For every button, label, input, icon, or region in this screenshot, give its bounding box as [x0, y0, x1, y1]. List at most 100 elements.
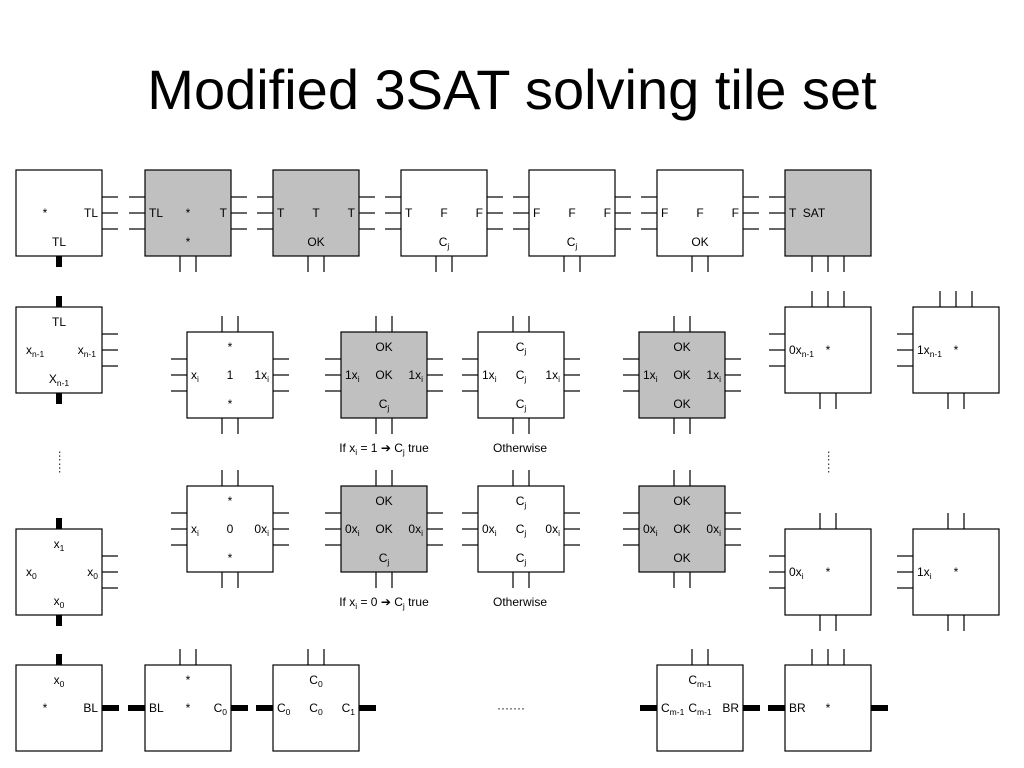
tile-label-e: F [732, 206, 739, 220]
tile-0xn1-star: 0xn-1* [769, 291, 872, 409]
tile-label-n: Cj [516, 340, 527, 356]
tile-ok-1xi-cj-body [340, 331, 428, 419]
tile-label-w: T [277, 206, 285, 220]
tile-t-sat-body [784, 169, 872, 257]
tile-label-c: * [954, 565, 959, 579]
tile-label-e: xn-1 [78, 343, 97, 359]
tile-cj-0xi-cj-glue-w [462, 512, 478, 546]
tile-tl-xn1-body [15, 306, 103, 394]
tile-cj-0xi-cj-glue-n [512, 470, 530, 486]
tile-label-e: C1 [342, 701, 356, 717]
tile-label-c: OK [673, 368, 690, 382]
tile-ok-1xi-ok-body [638, 331, 726, 419]
tile-label-c: OK [375, 368, 392, 382]
tile-label-e: BL [83, 701, 98, 715]
tile-ok-0xi-cj-glue-w [325, 512, 341, 546]
tile-1xi-star-glue-n [947, 513, 965, 529]
ellipsis-vertical-right: …… [825, 450, 839, 474]
tile-label-w: TL [149, 206, 163, 220]
tile-label-s: Cj [516, 397, 527, 413]
tile-label-e: C0 [214, 701, 228, 717]
tile-bl-star-c0: *BL*C0 [128, 649, 248, 752]
tile-label-w: BL [149, 701, 164, 715]
tile-label-n: * [186, 673, 191, 687]
tile-label-n: * [228, 494, 233, 508]
tile-x0-bl: x0*BL [15, 654, 119, 752]
tile-cj-1xi-cj-body [477, 331, 565, 419]
tile-label-s: Cj [379, 551, 390, 567]
tile-ok-0xi-cj-body [340, 485, 428, 573]
tile-tff-cj-glue-e [487, 196, 503, 230]
tile-label-e: F [604, 206, 611, 220]
tile-label-w: 1xi [482, 368, 497, 384]
tile-label-c: F [568, 206, 575, 220]
tile-label-e: 0xi [706, 522, 721, 538]
tile-label-w: BR [789, 701, 806, 715]
tile-label-s: Cj [379, 397, 390, 413]
tile-label-c: T [312, 206, 320, 220]
tile-label-w: 0xi [643, 522, 658, 538]
caption-otherwise-1: Otherwise [493, 441, 547, 455]
tile-label-w: 1xi [345, 368, 360, 384]
tile-label-e: 1xi [706, 368, 721, 384]
tile-label-s: x0 [54, 594, 65, 610]
tile-fff-ok-glue-w [641, 196, 657, 230]
tile-label-e: TL [84, 206, 98, 220]
tile-label-n: Cj [516, 494, 527, 510]
tile-xi-1-1xi-glue-s [221, 418, 239, 434]
tile-fff-cj-glue-s [563, 256, 581, 272]
tile-label-w: C0 [277, 701, 291, 717]
tile-label-w: 1xi [917, 565, 932, 581]
tile-label-n: x1 [54, 537, 65, 553]
tile-cj-1xi-cj-glue-e [564, 358, 580, 392]
tile-xi-0-0xi-body [186, 485, 274, 573]
tile-0xi-star-body [784, 528, 872, 616]
tile-ok-1xi-ok-glue-n [673, 316, 691, 332]
tile-tl-star-t: TL*T* [129, 169, 247, 272]
tile-xi-1-1xi-glue-w [171, 358, 187, 392]
tile-label-c: F [440, 206, 447, 220]
tile-tl-star-t-glue-s [179, 256, 197, 272]
tile-ok-0xi-ok-glue-w [623, 512, 639, 546]
tile-br-star: BR* [768, 649, 888, 752]
tile-label-n: TL [52, 315, 66, 329]
tile-tl-star-t-glue-e [231, 196, 247, 230]
tile-bl-star-c0-body [144, 664, 232, 752]
tile-label-w: xn-1 [26, 343, 45, 359]
tile-ok-1xi-cj-glue-w [325, 358, 341, 392]
tile-ok-1xi-cj-glue-e [427, 358, 443, 392]
tile-ok-1xi-ok-glue-e [725, 358, 741, 392]
tile-fff-ok-glue-s [691, 256, 709, 272]
tile-label-c: OK [375, 522, 392, 536]
tile-xi-0-0xi-glue-s [221, 572, 239, 588]
tile-c0-c1-body [272, 664, 360, 752]
tile-0xi-star: 0xi* [769, 513, 872, 631]
tile-cm1-br-glue-n [691, 649, 709, 665]
tile-label-s: OK [307, 235, 324, 249]
tile-1xi-star-body [912, 528, 1000, 616]
tile-label-s: OK [673, 397, 690, 411]
tile-label-n: Cm-1 [688, 673, 712, 689]
tile-label-w: Cm-1 [661, 701, 685, 717]
tile-cj-0xi-cj-glue-s [512, 572, 530, 588]
ellipsis-vertical-left: …… [56, 450, 70, 474]
tile-ok-1xi-cj-glue-s [375, 418, 393, 434]
tile-xi-0-0xi-glue-w [171, 512, 187, 546]
tile-1xi-star-glue-s [947, 615, 965, 631]
tile-label-w: T [405, 206, 413, 220]
tile-ttt-ok-glue-e [359, 196, 375, 230]
tile-label-e: x0 [87, 565, 98, 581]
tile-ttt-ok-glue-s [307, 256, 325, 272]
tile-label-e: T [220, 206, 228, 220]
